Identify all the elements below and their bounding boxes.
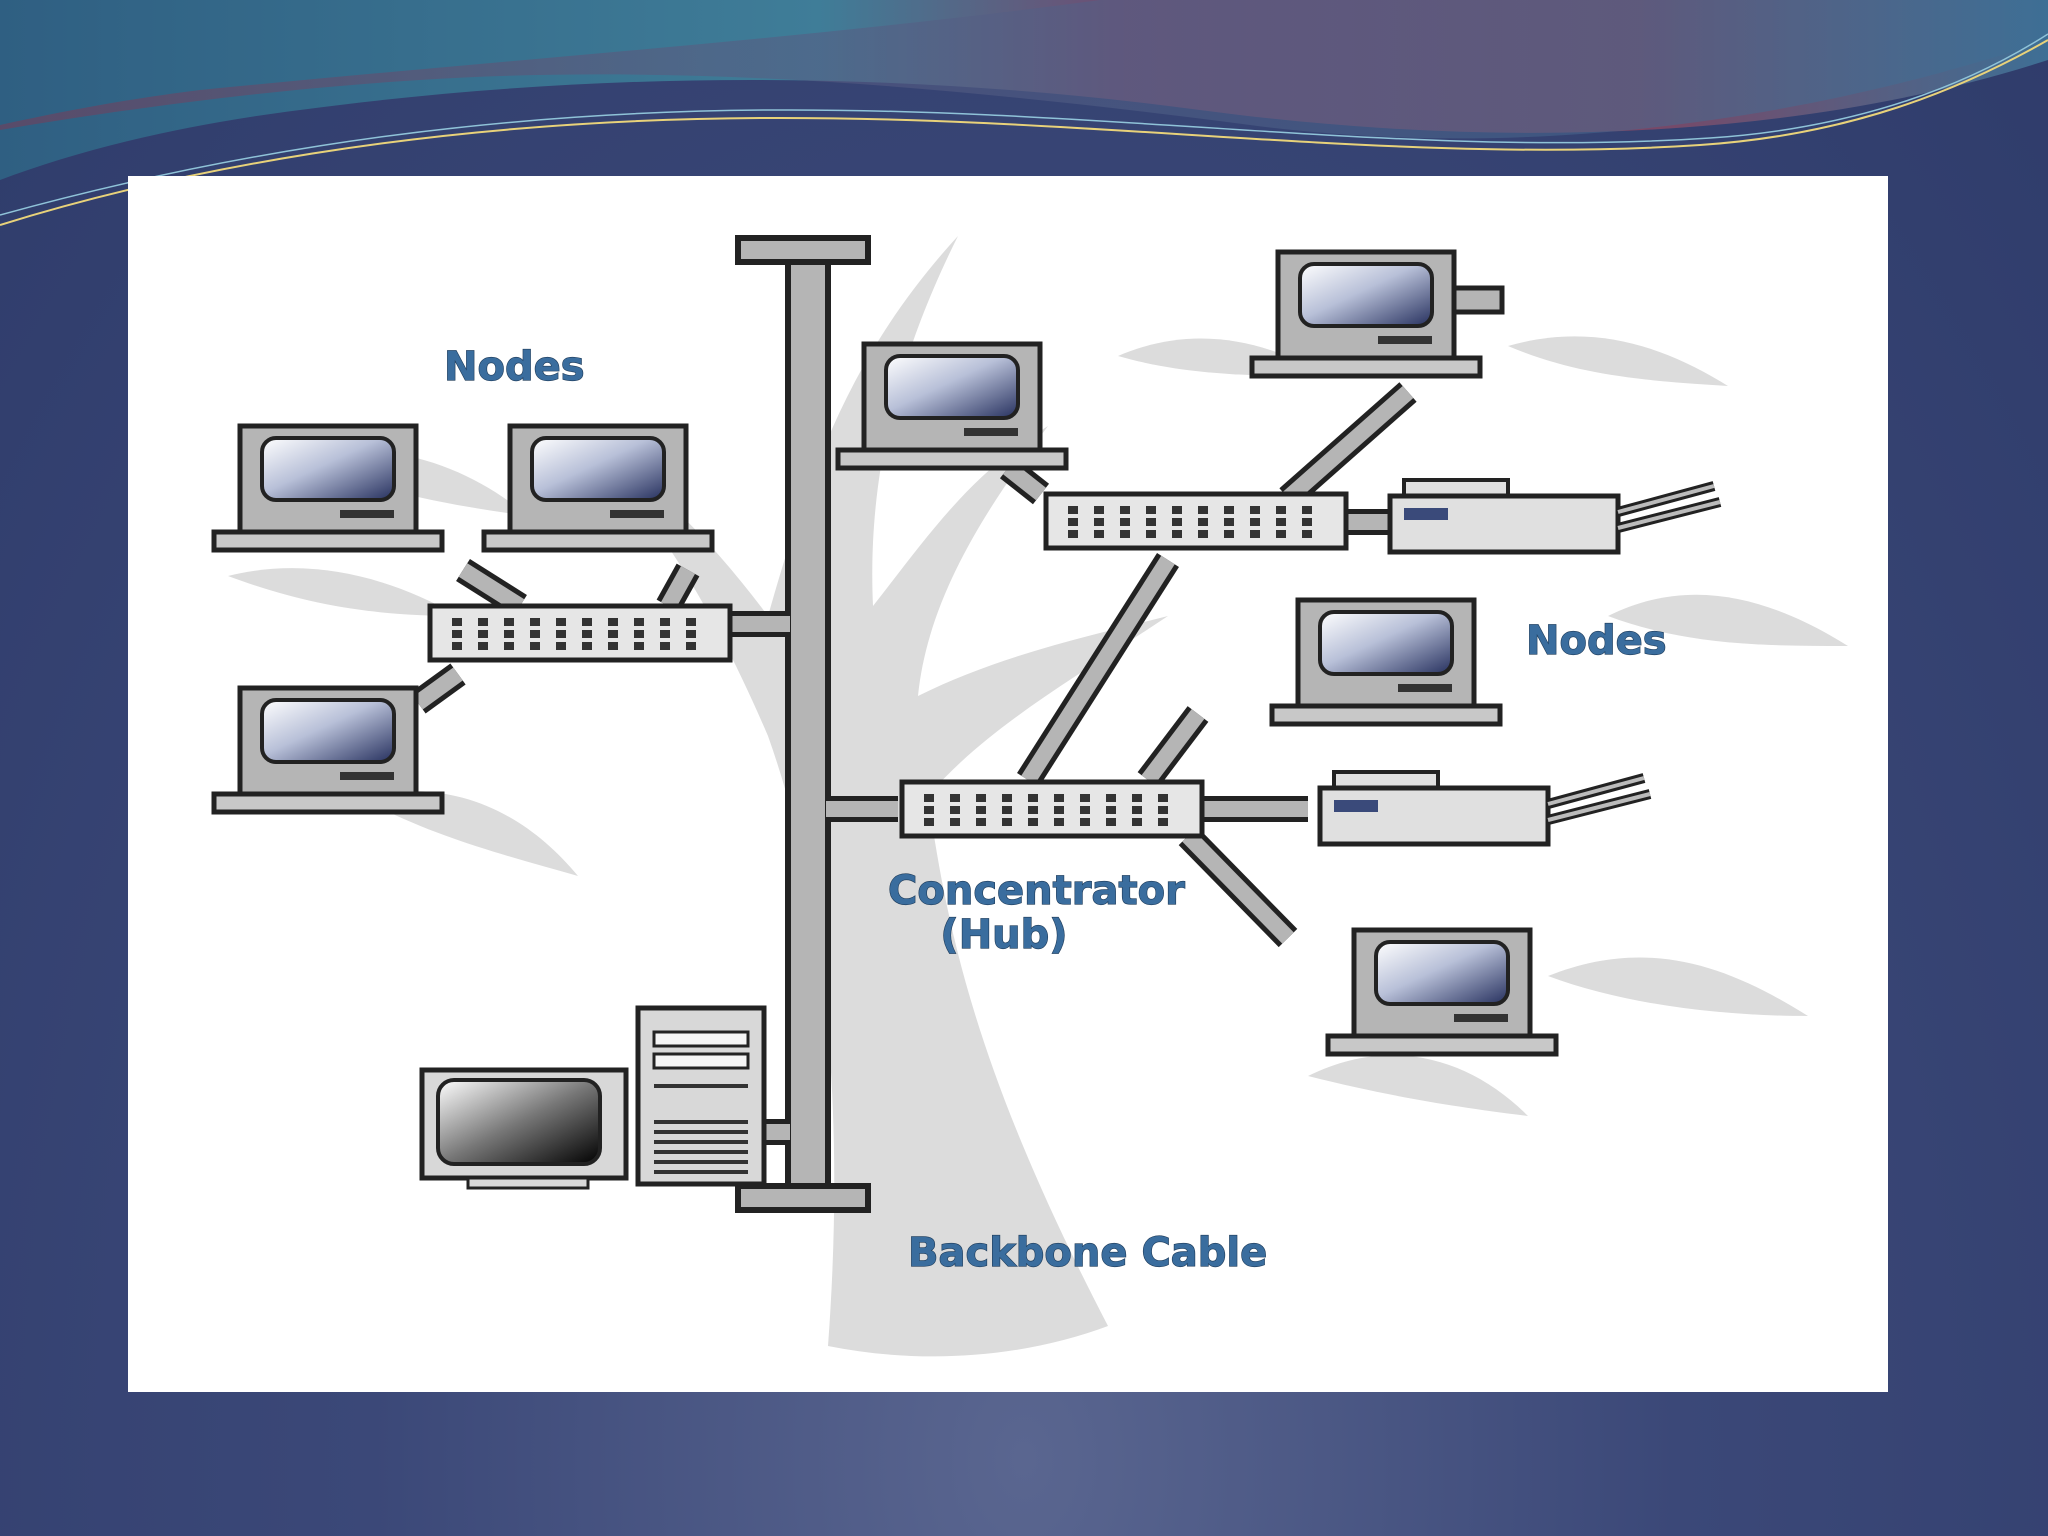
label-nodes-left: Nodes — [444, 344, 585, 390]
computer-icon-left-2 — [484, 426, 712, 550]
computer-icon-right-4 — [1328, 930, 1556, 1054]
printer-icon-2 — [1320, 772, 1650, 844]
computer-icon-right-1 — [838, 344, 1066, 468]
label-hub: (Hub) — [940, 912, 1067, 958]
backbone-cable — [735, 235, 871, 1213]
wave-banner — [0, 0, 2048, 226]
printer-icon-1 — [1390, 480, 1720, 552]
hub-icon-left — [430, 606, 730, 660]
hub-icon-upper-right — [1046, 494, 1346, 548]
computer-port — [1451, 285, 1505, 315]
computer-icon-left-3 — [214, 688, 442, 812]
crt-monitor-icon — [419, 1067, 629, 1190]
computer-icon-left-1 — [214, 426, 442, 550]
computer-icon-right-3 — [1272, 600, 1500, 724]
label-nodes-right: Nodes — [1526, 618, 1667, 664]
server-tower-icon — [635, 1005, 767, 1187]
label-backbone-cable: Backbone Cable — [908, 1230, 1267, 1276]
hub-icon-concentrator — [902, 782, 1202, 836]
computer-icon-right-2 — [1252, 252, 1480, 376]
tree-topology-diagram: Nodes Nodes Concentrator (Hub) Backbone … — [128, 235, 1848, 1357]
label-concentrator: Concentrator — [888, 868, 1185, 914]
network-diagram-image: Nodes Nodes Concentrator (Hub) Backbone … — [128, 176, 1888, 1392]
